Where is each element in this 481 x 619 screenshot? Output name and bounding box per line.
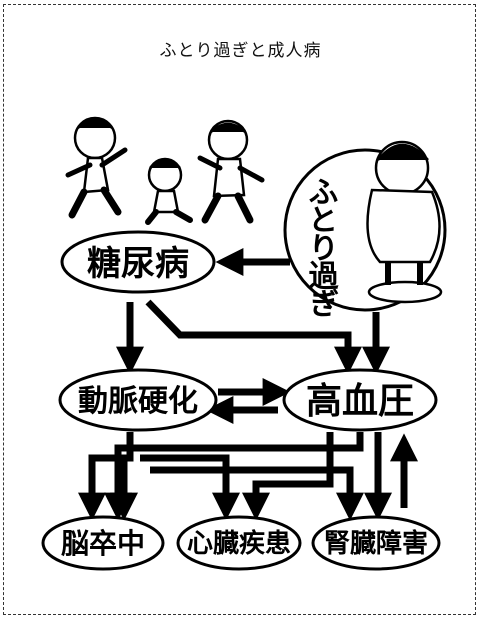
arrow-arterio-to-heart — [140, 454, 240, 521]
running-children-icon — [65, 116, 265, 225]
node-kidney-disorder: 腎臓障害 — [311, 515, 441, 571]
arrow-arterio-to-kidney — [150, 466, 364, 521]
node-obesity: ふとり過ぎ — [283, 140, 447, 317]
overweight-man-on-scale-icon — [366, 140, 443, 304]
arrow-arterio-to-stroke-b — [110, 454, 138, 521]
arrows — [78, 248, 418, 521]
arrow-hyper-to-stroke — [104, 432, 364, 521]
dashed-frame — [3, 4, 476, 615]
child-2 — [145, 157, 193, 225]
node-diabetes: 糖尿病 — [60, 230, 216, 294]
arrow-hyper-to-heart — [242, 432, 334, 521]
obesity-label: ふとり過ぎ — [303, 176, 339, 317]
node-hypertension: 高血圧 — [282, 368, 438, 432]
kidney-disorder-label: 腎臓障害 — [324, 528, 428, 559]
hypertension-label: 高血圧 — [306, 381, 414, 422]
diagram-title: ふとり過ぎと成人病 — [159, 41, 322, 61]
stroke-label: 脳卒中 — [61, 527, 145, 560]
arteriosclerosis-label: 動脈硬化 — [78, 384, 198, 419]
diabetes-label: 糖尿病 — [87, 244, 189, 284]
arrow-diabetes-to-hypertension — [145, 299, 362, 375]
node-stroke: 脳卒中 — [41, 515, 165, 571]
child-3 — [197, 119, 265, 224]
node-heart-disease: 心臓疾患 — [176, 515, 302, 571]
node-arteriosclerosis: 動脈硬化 — [58, 368, 218, 432]
child-1 — [65, 116, 128, 219]
heart-disease-label: 心臓疾患 — [187, 528, 291, 559]
